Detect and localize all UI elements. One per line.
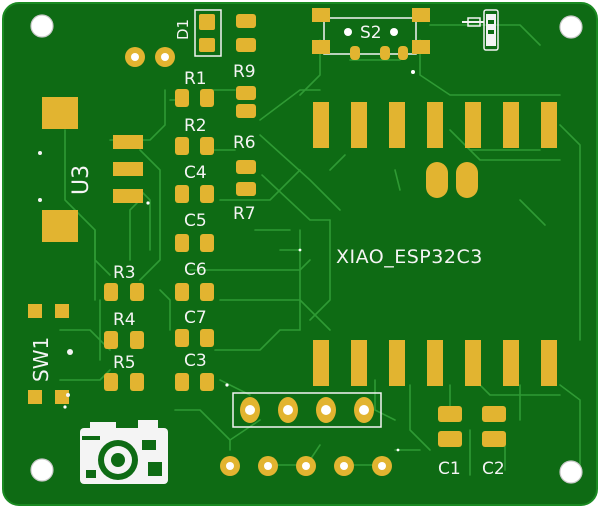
- label-r9: R9: [233, 62, 256, 82]
- mounting-hole-bottom-right: [559, 460, 583, 484]
- component-d1: D1: [174, 9, 222, 57]
- component-c3: C3: [175, 351, 214, 391]
- component-r5: R5: [104, 353, 144, 391]
- label-r5: R5: [113, 353, 136, 373]
- component-r2: R2: [175, 116, 214, 155]
- label-r3: R3: [113, 263, 136, 283]
- label-c7: C7: [184, 308, 207, 328]
- label-c3: C3: [184, 351, 207, 371]
- xiao-pads-bottom: [313, 340, 557, 386]
- component-u3: U3: [38, 97, 143, 242]
- label-c4: C4: [184, 163, 207, 183]
- mounting-hole-bottom-left: [30, 458, 54, 482]
- label-sw1: SW1: [29, 337, 53, 382]
- component-r9: R9: [233, 14, 256, 82]
- component-c5: C5: [175, 211, 214, 252]
- film-roll-icon: [462, 9, 499, 51]
- component-r4: R4: [104, 310, 144, 349]
- component-c1: C1: [438, 406, 462, 479]
- component-r3: R3: [104, 263, 144, 301]
- label-r6: R6: [233, 133, 256, 153]
- component-c2: C2: [482, 406, 506, 479]
- component-header-4pin: [232, 392, 382, 428]
- component-pin-holes-left: [125, 47, 175, 67]
- label-c5: C5: [184, 211, 207, 231]
- component-c6: C6: [175, 260, 214, 301]
- label-xiao-module: XIAO_ESP32C3: [336, 246, 483, 268]
- vias: [63, 70, 415, 452]
- label-c1: C1: [438, 459, 461, 479]
- label-d1: D1: [174, 19, 192, 40]
- component-r6: R6: [233, 86, 256, 153]
- component-pin-row-5: [220, 456, 392, 476]
- label-c6: C6: [184, 260, 207, 280]
- label-c2: C2: [482, 459, 505, 479]
- label-u3: U3: [69, 165, 94, 195]
- label-r2: R2: [184, 116, 207, 136]
- label-r4: R4: [113, 310, 136, 330]
- component-r7: R7: [233, 160, 256, 224]
- component-r1: R1: [175, 69, 214, 107]
- label-s2: S2: [360, 23, 382, 43]
- mounting-holes: [30, 14, 583, 484]
- component-c7: C7: [175, 308, 214, 347]
- mounting-hole-top-left: [30, 14, 54, 38]
- xiao-pads-top: [313, 102, 557, 148]
- component-sw1: SW1: [28, 304, 73, 404]
- mounting-hole-top-right: [559, 15, 583, 39]
- label-r1: R1: [184, 69, 207, 89]
- label-r7: R7: [233, 204, 256, 224]
- component-xiao-module: XIAO_ESP32C3: [313, 102, 557, 386]
- component-s2: S2: [312, 8, 430, 60]
- component-c4: C4: [175, 163, 214, 203]
- camera-icon: [80, 420, 168, 484]
